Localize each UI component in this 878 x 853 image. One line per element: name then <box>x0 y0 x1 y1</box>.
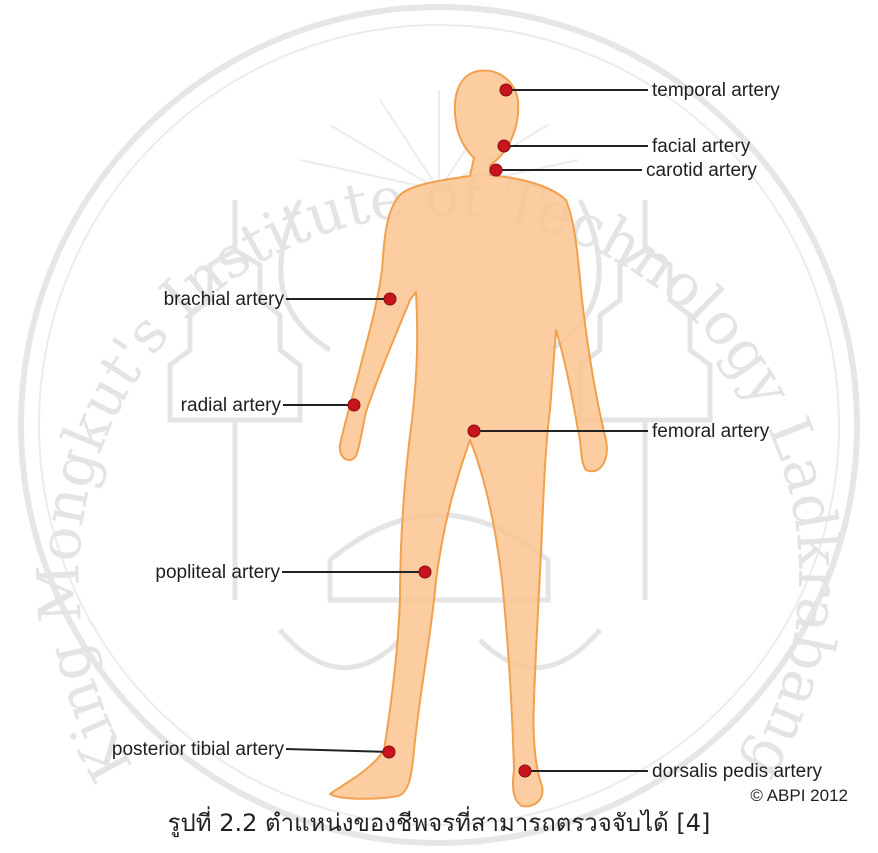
label-popliteal-artery: popliteal artery <box>155 562 280 583</box>
label-facial-artery: facial artery <box>652 136 751 157</box>
pulse-point-brachial <box>384 293 396 305</box>
pulse-point-posterior-tibial <box>383 746 395 758</box>
pulse-point-popliteal <box>419 566 431 578</box>
label-posterior-tibial-artery: posterior tibial artery <box>112 739 285 760</box>
label-carotid-artery: carotid artery <box>646 160 757 181</box>
leader-posterior-tibial <box>286 749 389 752</box>
pulse-point-carotid <box>490 164 502 176</box>
label-femoral-artery: femoral artery <box>652 421 770 442</box>
pulse-point-dorsalis-pedis <box>519 765 531 777</box>
label-brachial-artery: brachial artery <box>164 289 285 310</box>
figure-caption: รูปที่ 2.2 ตำแหน่งของชีพจรที่สามารถตรวจจ… <box>0 803 878 842</box>
pulse-point-temporal <box>500 84 512 96</box>
pulse-point-femoral <box>468 425 480 437</box>
label-dorsalis-pedis-artery: dorsalis pedis artery <box>652 761 823 782</box>
pulse-point-facial <box>498 140 510 152</box>
label-temporal-artery: temporal artery <box>652 80 780 101</box>
label-radial-artery: radial artery <box>181 395 282 416</box>
pulse-point-radial <box>348 399 360 411</box>
